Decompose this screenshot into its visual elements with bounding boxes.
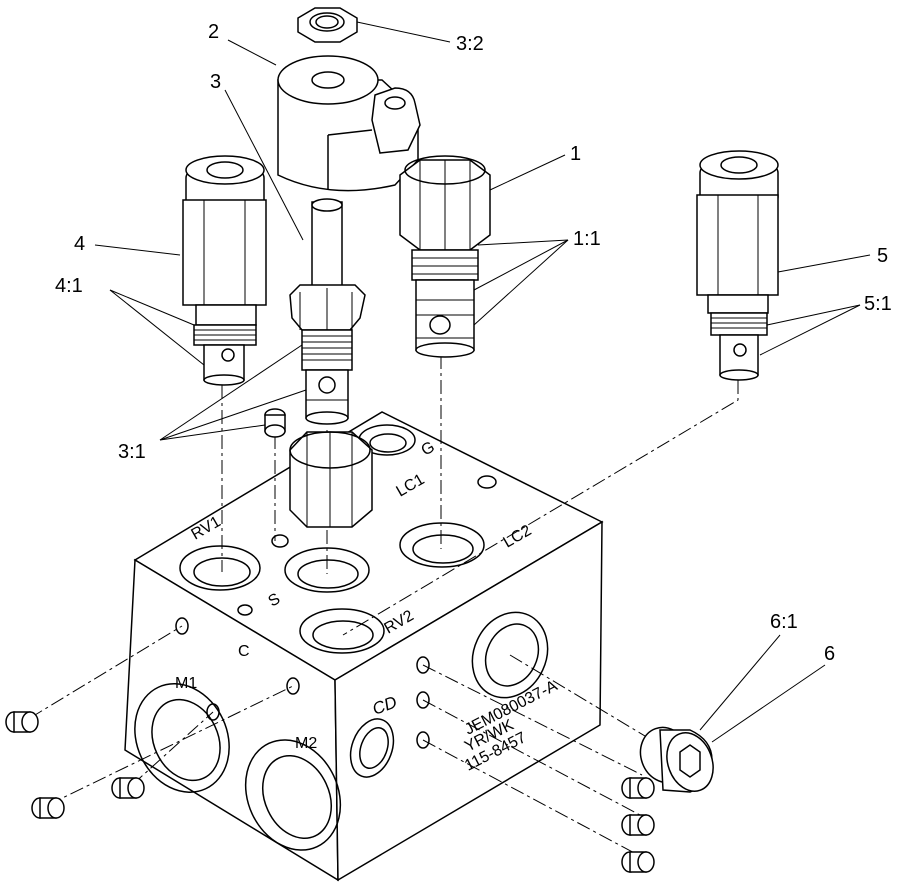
callout-5: 5 bbox=[877, 245, 888, 267]
callout-1-1: 1:1 bbox=[573, 228, 601, 250]
solenoid-valve-cartridge bbox=[289, 198, 366, 425]
centerline-rv2 bbox=[342, 380, 739, 636]
callout-6-1: 6:1 bbox=[770, 611, 798, 633]
cartridge-valve-5 bbox=[696, 150, 779, 381]
cartridge-valve-1 bbox=[399, 155, 491, 358]
left-face-hole-2 bbox=[206, 703, 220, 721]
right-face-large-port bbox=[471, 611, 549, 699]
cartridge-valve-4 bbox=[182, 155, 267, 386]
set-screw-plugs bbox=[5, 711, 655, 873]
small-top-hole-left bbox=[271, 534, 289, 548]
plug-6 bbox=[639, 726, 714, 793]
solenoid-coil bbox=[277, 55, 421, 192]
port-rv1-bore bbox=[179, 545, 261, 591]
leader-3-1b bbox=[159, 389, 307, 441]
leader-3-2 bbox=[356, 21, 451, 43]
leader-3-1a bbox=[159, 344, 303, 441]
port-lc2-bore bbox=[399, 522, 485, 568]
centerline-right-plug-1 bbox=[422, 664, 643, 776]
centerline-left-plug-2 bbox=[47, 685, 294, 806]
hex-plug-in-manifold bbox=[289, 431, 373, 528]
right-face-hole-3 bbox=[416, 731, 430, 749]
leader-5-1a bbox=[766, 304, 861, 326]
set-screw-right-2 bbox=[621, 814, 655, 836]
set-screw-left-2 bbox=[31, 797, 65, 819]
callout-3: 3 bbox=[210, 71, 221, 93]
leader-1-1b bbox=[473, 239, 569, 291]
callout-3-1: 3:1 bbox=[118, 441, 146, 463]
small-orifice-screw bbox=[264, 408, 286, 438]
leader-4 bbox=[94, 244, 181, 256]
small-top-hole-front bbox=[237, 604, 253, 616]
set-screw-right-1 bbox=[621, 777, 655, 799]
centerline-right-plug-2 bbox=[422, 699, 641, 816]
centerline-left-plug-3 bbox=[131, 711, 214, 786]
callout-6: 6 bbox=[824, 643, 835, 665]
set-screw-left-3 bbox=[111, 777, 145, 799]
set-screw-right-3 bbox=[621, 851, 655, 873]
manifold-block bbox=[124, 411, 604, 882]
port-cd-bore bbox=[349, 718, 395, 778]
centerline-plug-6 bbox=[509, 654, 661, 746]
leader-6-1 bbox=[699, 634, 781, 731]
leader-5-1b bbox=[759, 304, 861, 356]
leader-6 bbox=[711, 664, 826, 743]
manifold-right-face bbox=[334, 520, 603, 882]
callout-2: 2 bbox=[208, 21, 219, 43]
leader-1-1a bbox=[477, 239, 569, 246]
leader-5 bbox=[777, 254, 871, 273]
set-screw-left-1 bbox=[5, 711, 39, 733]
small-top-hole-right bbox=[477, 475, 497, 489]
callout-1: 1 bbox=[570, 143, 581, 165]
leader-1-1c bbox=[473, 239, 569, 326]
callout-5-1: 5:1 bbox=[864, 293, 892, 315]
solenoid-nut bbox=[297, 7, 358, 43]
left-face-hole-1 bbox=[175, 617, 189, 635]
callout-4: 4 bbox=[74, 233, 85, 255]
port-m1-bore bbox=[134, 683, 230, 793]
leader-2 bbox=[227, 39, 277, 66]
leader-3 bbox=[224, 89, 304, 241]
port-label-m2: M2 bbox=[295, 735, 317, 752]
centerline-left-plug-1 bbox=[29, 625, 183, 719]
port-rv2-bore bbox=[299, 608, 385, 654]
callout-3-2: 3:2 bbox=[456, 33, 484, 55]
assembly-centerlines bbox=[29, 355, 739, 857]
leader-lines bbox=[94, 21, 871, 743]
port-label-c: C bbox=[238, 643, 250, 660]
callout-4-1: 4:1 bbox=[55, 275, 83, 297]
centerline-right-plug-3 bbox=[422, 739, 641, 857]
right-face-hole-2 bbox=[416, 691, 430, 709]
leader-1 bbox=[489, 154, 566, 191]
left-face-hole-3 bbox=[286, 677, 300, 695]
leader-4-1a bbox=[109, 289, 195, 326]
port-label-m1: M1 bbox=[175, 675, 197, 692]
leader-4-1b bbox=[109, 289, 205, 366]
right-face-hole-1 bbox=[416, 656, 430, 674]
leader-3-1c bbox=[159, 424, 266, 441]
port-m2-bore bbox=[244, 739, 342, 851]
